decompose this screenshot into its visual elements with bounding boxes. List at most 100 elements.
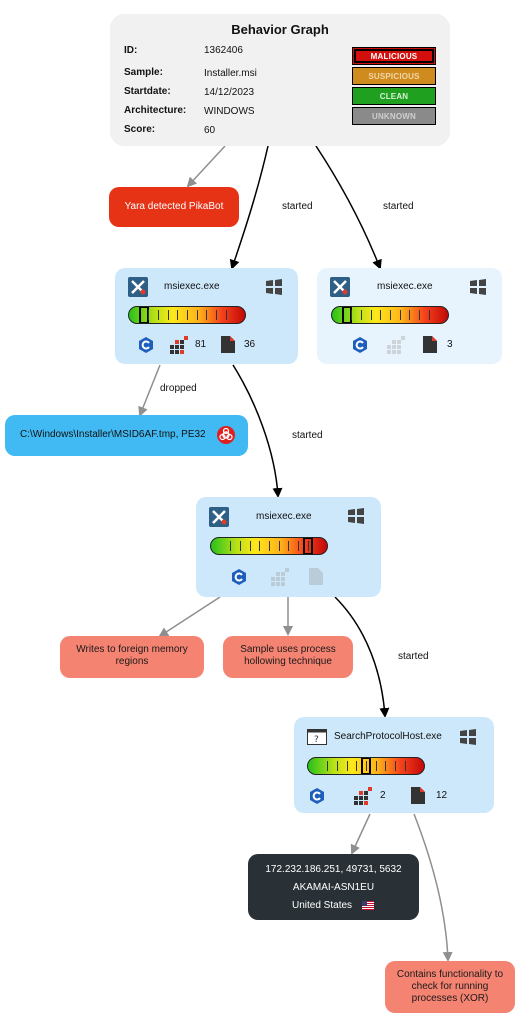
gauge-tick [226, 310, 227, 320]
file-icon [221, 336, 235, 353]
gauge-tick [230, 541, 231, 551]
tools-icon [330, 277, 350, 297]
gauge-tick [337, 761, 338, 771]
yara-alert[interactable]: Yara detected PikaBot [109, 187, 239, 227]
gauge-tick [197, 310, 198, 320]
verdict-suspicious: SUSPICIOUS [352, 67, 436, 85]
gauge-tick [400, 310, 401, 320]
signature-process-hollowing[interactable]: Sample uses process hollowing technique [223, 636, 353, 678]
gauge-tick [308, 541, 309, 551]
dropped-file-node[interactable]: C:\Windows\Installer\MSID6AF.tmp, PE32 [5, 415, 248, 456]
edge-label-started: started [383, 201, 414, 212]
tools-icon [128, 277, 148, 297]
gauge-tick [177, 310, 178, 320]
startdate-value: 14/12/2023 [204, 87, 255, 98]
gauge-tick [351, 310, 352, 320]
signature-label: Writes to foreign memory regions [76, 644, 188, 667]
gauge-tick [250, 541, 251, 551]
file-count: 36 [244, 339, 256, 350]
file-count: 12 [436, 790, 448, 801]
edge-proc1-to-file [138, 364, 161, 417]
process-name: msiexec.exe [377, 281, 433, 292]
behavior-graph-header: Behavior Graph ID: 1362406 Sample: Insta… [110, 14, 450, 146]
gauge-tick [390, 310, 391, 320]
gauge-tick [187, 310, 188, 320]
process-node[interactable]: msiexec.exe 3 [317, 268, 502, 364]
process-node[interactable]: msiexec.exe 81 36 [115, 268, 298, 364]
gauge-tick [419, 310, 420, 320]
generic-window-icon: ? [307, 729, 327, 745]
us-flag-icon [362, 901, 374, 910]
process-name: msiexec.exe [164, 281, 220, 292]
registry-icon [354, 787, 372, 805]
gauge-marker [361, 758, 371, 774]
file-icon [423, 336, 437, 353]
edge-proc4-to-network [350, 813, 371, 855]
gauge-tick [380, 310, 381, 320]
gauge-tick [158, 310, 159, 320]
network-ip: 172.232.186.251, 49731, 5632 [265, 864, 402, 875]
registry-count: 2 [380, 790, 386, 801]
file-icon [309, 568, 323, 585]
gauge-tick [347, 761, 348, 771]
gauge-tick [371, 310, 372, 320]
id-value: 1362406 [204, 45, 243, 56]
windows-icon [460, 729, 476, 745]
gauge-tick [376, 761, 377, 771]
signature-running-processes[interactable]: Contains functionality to check for runn… [385, 961, 515, 1013]
gauge-tick [385, 761, 386, 771]
registry-icon [271, 568, 289, 586]
registry-count: 81 [195, 339, 207, 350]
edge-label-dropped: dropped [160, 383, 197, 394]
windows-icon [266, 279, 282, 295]
edge-label-started: started [398, 651, 429, 662]
gauge-tick [429, 310, 430, 320]
score-value: 60 [204, 125, 216, 136]
edge-header-to-yara [186, 145, 226, 188]
process-node[interactable]: msiexec.exe [196, 497, 381, 597]
verdict-unknown: UNKNOWN [352, 107, 436, 125]
gauge-tick [168, 310, 169, 320]
gauge-tick [298, 541, 299, 551]
edge-header-to-proc2 [315, 145, 382, 270]
architecture-value: WINDOWS [204, 106, 255, 117]
windows-icon [348, 508, 364, 524]
sample-value: Installer.msi [204, 68, 257, 79]
signature-foreign-memory[interactable]: Writes to foreign memory regions [60, 636, 204, 678]
c-logo-icon [232, 569, 246, 585]
startdate-label: Startdate: [124, 86, 171, 97]
id-label: ID: [124, 45, 138, 56]
file-count: 3 [447, 339, 453, 350]
threat-gauge [210, 537, 328, 555]
registry-icon [170, 336, 188, 354]
dropped-file-label: C:\Windows\Installer\MSID6AF.tmp, PE32 [20, 429, 206, 440]
c-logo-icon [353, 337, 367, 353]
svg-text:?: ? [314, 735, 319, 745]
signature-label: Contains functionality to check for runn… [396, 969, 504, 1004]
header-title: Behavior Graph [231, 22, 329, 37]
gauge-tick [269, 541, 270, 551]
sample-label: Sample: [124, 67, 163, 78]
tools-icon [209, 507, 229, 527]
network-asn: AKAMAI-ASN1EU [292, 882, 375, 893]
network-node[interactable]: 172.232.186.251, 49731, 5632 AKAMAI-ASN1… [248, 854, 419, 920]
threat-gauge [331, 306, 449, 324]
score-label: Score: [124, 124, 156, 135]
edge-label-started: started [282, 201, 313, 212]
windows-icon [470, 279, 486, 295]
gauge-tick [288, 541, 289, 551]
c-logo-icon [139, 337, 153, 353]
network-country: United States [292, 900, 353, 911]
process-name: msiexec.exe [256, 511, 312, 522]
gauge-tick [395, 761, 396, 771]
gauge-tick [361, 310, 362, 320]
registry-icon [387, 336, 405, 354]
gauge-tick [148, 310, 149, 320]
file-icon [411, 787, 425, 804]
gauge-tick [216, 310, 217, 320]
process-node[interactable]: ? SearchProtocolHost.exe 2 12 [294, 717, 494, 813]
threat-gauge [307, 757, 425, 775]
edge-proc3-to-proc4 [334, 596, 390, 718]
gauge-tick [366, 761, 367, 771]
